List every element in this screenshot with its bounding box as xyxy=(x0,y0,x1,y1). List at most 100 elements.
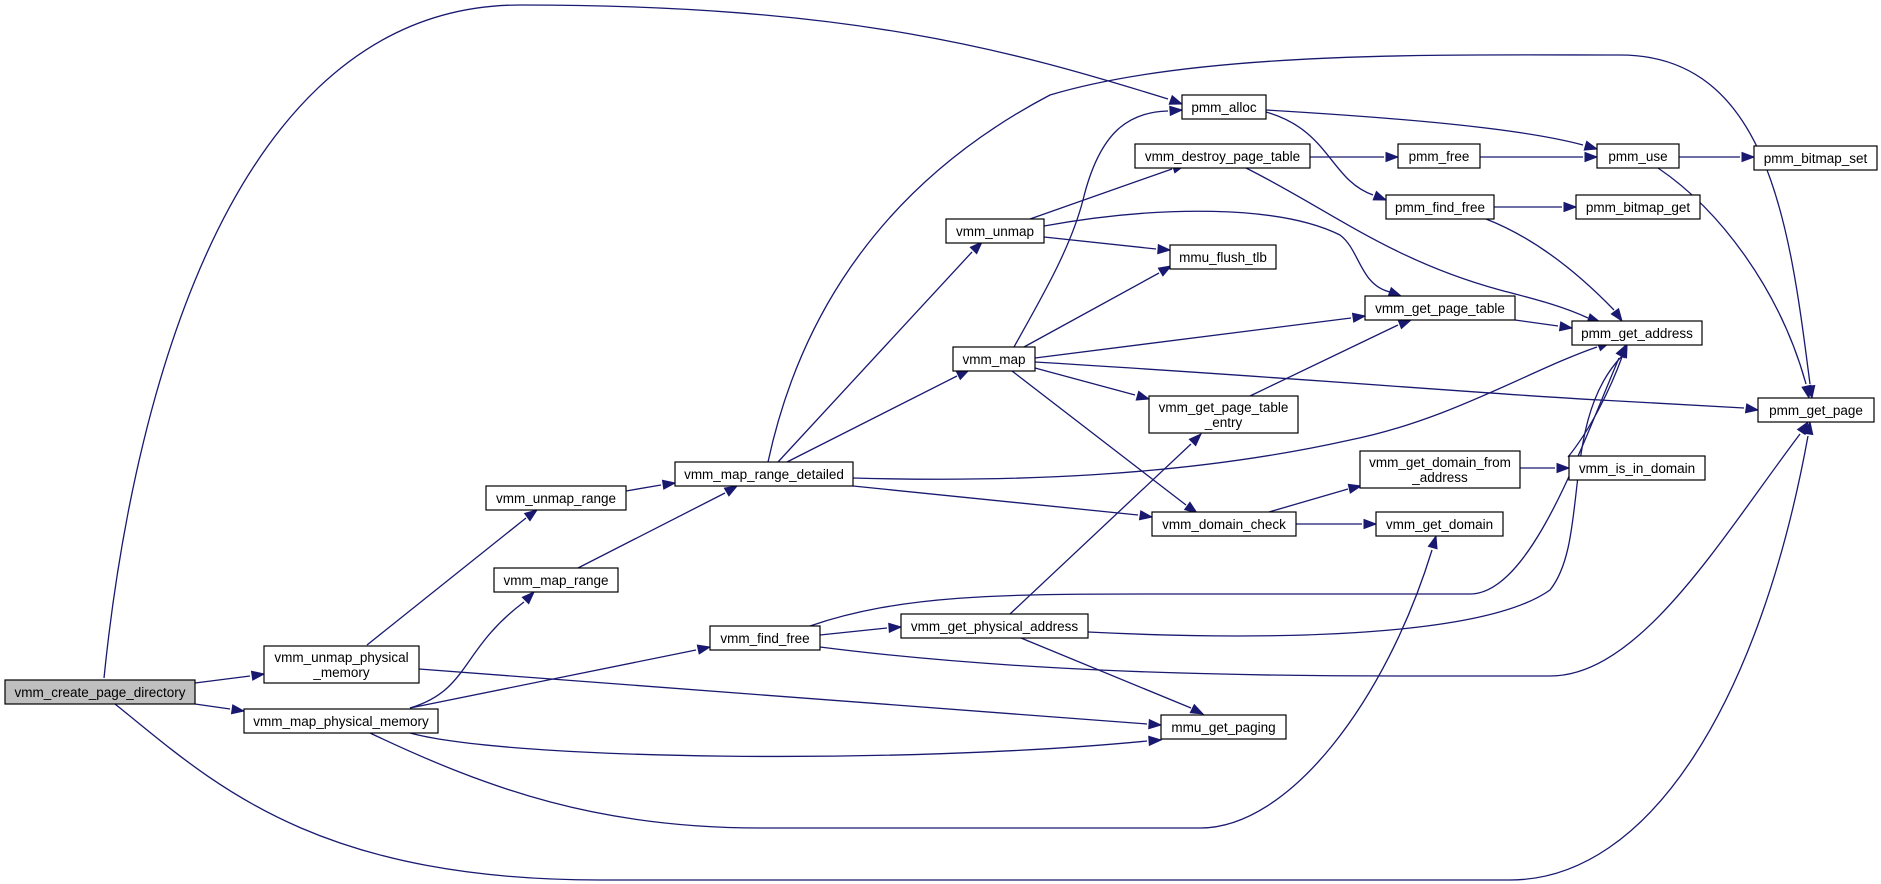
edge-line xyxy=(1485,218,1615,311)
edge-pmm_find_free-to-pmm_bitmap_get xyxy=(1494,201,1578,213)
edge-line xyxy=(1020,637,1192,709)
node-pmm-get-page[interactable]: pmm_get_page xyxy=(1757,397,1875,423)
edge-line xyxy=(194,675,251,684)
edge-vmm_get_physical_address-to-pmm_get_address xyxy=(1087,343,1628,637)
edge-line xyxy=(103,4,1169,679)
node-vmm-unmap-range[interactable]: vmm_unmap_range xyxy=(485,485,627,511)
edge-line xyxy=(1034,367,1136,396)
node-label: vmm_get_page_table xyxy=(1375,301,1505,316)
arrowhead xyxy=(1351,312,1367,323)
edge-line xyxy=(409,601,525,709)
node-vmm-unmap-physical-memory[interactable]: vmm_unmap_physical_memory xyxy=(263,645,420,684)
arrowhead xyxy=(1558,321,1574,332)
node-pmm-use[interactable]: pmm_use xyxy=(1596,143,1680,169)
node-vmm-get-page-table-entry[interactable]: vmm_get_page_table_entry xyxy=(1148,395,1299,434)
node-label: _address xyxy=(1411,470,1468,485)
node-label: vmm_map_range xyxy=(503,573,608,588)
node-vmm-unmap[interactable]: vmm_unmap xyxy=(945,218,1045,244)
call-edges xyxy=(103,4,1816,881)
edge-line xyxy=(366,517,527,646)
arrowhead xyxy=(696,644,712,655)
arrowhead xyxy=(1168,94,1184,105)
edge-line xyxy=(1514,319,1559,327)
node-label: pmm_bitmap_set xyxy=(1764,151,1868,166)
node-box xyxy=(674,461,854,487)
node-pmm-bitmap-set[interactable]: pmm_bitmap_set xyxy=(1753,145,1878,171)
node-box xyxy=(1359,450,1521,489)
node-vmm-map-range-detailed[interactable]: vmm_map_range_detailed xyxy=(674,461,854,487)
node-vmm-map-physical-memory[interactable]: vmm_map_physical_memory xyxy=(243,708,439,734)
node-label: vmm_get_domain xyxy=(1386,517,1493,532)
node-vmm-create-page-directory[interactable]: vmm_create_page_directory xyxy=(4,679,196,705)
edge-pmm_use-to-pmm_get_page xyxy=(1657,167,1812,400)
node-pmm-find-free[interactable]: pmm_find_free xyxy=(1385,194,1495,220)
arrowhead xyxy=(1169,105,1184,117)
node-box xyxy=(1160,714,1287,740)
edge-line xyxy=(852,346,1598,480)
node-vmm-get-domain[interactable]: vmm_get_domain xyxy=(1375,511,1504,537)
arrowhead xyxy=(1347,483,1363,494)
node-vmm-get-page-table[interactable]: vmm_get_page_table xyxy=(1364,295,1516,321)
node-box xyxy=(1571,320,1703,346)
node-vmm-domain-check[interactable]: vmm_domain_check xyxy=(1151,511,1297,537)
node-label: pmm_use xyxy=(1608,149,1667,164)
node-box xyxy=(1134,143,1311,169)
node-vmm-get-physical-address[interactable]: vmm_get_physical_address xyxy=(900,613,1089,639)
node-vmm-find-free[interactable]: vmm_find_free xyxy=(709,625,821,651)
arrowhead xyxy=(1135,390,1151,401)
node-label: vmm_domain_check xyxy=(1162,517,1286,532)
node-vmm-get-domain-from-address[interactable]: vmm_get_domain_from_address xyxy=(1359,450,1521,489)
node-label: vmm_get_domain_from xyxy=(1369,455,1511,470)
edge-line xyxy=(1011,370,1187,506)
edge-line xyxy=(1043,210,1391,293)
arrowhead xyxy=(1148,735,1163,747)
node-pmm-get-address[interactable]: pmm_get_address xyxy=(1571,320,1703,346)
edge-vmm_map_range_detailed-to-vmm_domain_check xyxy=(852,485,1154,521)
node-box xyxy=(952,346,1036,372)
arrowhead xyxy=(1617,343,1628,359)
arrowhead xyxy=(523,509,539,522)
node-pmm-alloc[interactable]: pmm_alloc xyxy=(1181,94,1267,120)
edge-vmm_create_page_directory-to-vmm_map_physical_memory xyxy=(194,703,246,715)
arrowhead xyxy=(1372,190,1388,201)
arrowhead xyxy=(1796,420,1809,436)
node-label: vmm_is_in_domain xyxy=(1579,461,1695,476)
node-vmm-destroy-page-table[interactable]: vmm_destroy_page_table xyxy=(1134,143,1311,169)
edge-vmm_create_page_directory-to-vmm_unmap_physical_memory xyxy=(194,670,266,684)
edge-vmm_map_range-to-vmm_map_range_detailed xyxy=(577,485,739,569)
edge-vmm_unmap-to-vmm_destroy_page_table xyxy=(1029,163,1187,220)
edge-line xyxy=(1034,317,1352,359)
node-box xyxy=(1375,511,1504,537)
edge-vmm_map-to-mmu_flush_tlb xyxy=(1023,265,1173,348)
node-mmu-flush-tlb[interactable]: mmu_flush_tlb xyxy=(1169,244,1277,270)
node-label: vmm_map xyxy=(962,352,1025,367)
node-box xyxy=(1364,295,1516,321)
arrowhead xyxy=(969,240,984,255)
edge-pmm_alloc-to-pmm_use xyxy=(1265,109,1599,151)
edge-vmm_find_free-to-vmm_get_physical_address xyxy=(819,622,903,636)
node-mmu-get-paging[interactable]: mmu_get_paging xyxy=(1160,714,1287,740)
node-box xyxy=(945,218,1045,244)
arrowhead xyxy=(1741,151,1756,163)
edge-vmm_unmap_physical_memory-to-vmm_unmap_range xyxy=(366,509,539,646)
node-pmm-free[interactable]: pmm_free xyxy=(1397,143,1481,169)
edge-vmm_get_physical_address-to-mmu_get_paging xyxy=(1020,637,1205,715)
edge-line xyxy=(114,435,1809,881)
node-label: _memory xyxy=(312,665,370,680)
node-label: vmm_map_range_detailed xyxy=(684,467,844,482)
edge-pmm_use-to-pmm_bitmap_set xyxy=(1679,151,1756,163)
edge-line xyxy=(1087,355,1623,637)
node-label: pmm_free xyxy=(1409,149,1470,164)
node-box xyxy=(1397,143,1481,169)
node-pmm-bitmap-get[interactable]: pmm_bitmap_get xyxy=(1575,194,1701,220)
edge-vmm_map_physical_memory-to-vmm_find_free xyxy=(409,644,712,709)
node-box xyxy=(1181,94,1267,120)
node-vmm-is-in-domain[interactable]: vmm_is_in_domain xyxy=(1568,455,1706,481)
node-vmm-map[interactable]: vmm_map xyxy=(952,346,1036,372)
edge-line xyxy=(786,375,958,463)
node-vmm-map-range[interactable]: vmm_map_range xyxy=(493,567,619,593)
edge-line xyxy=(194,703,231,710)
edge-vmm_get_page_table-to-pmm_get_address xyxy=(1514,319,1574,332)
node-box xyxy=(1568,455,1706,481)
